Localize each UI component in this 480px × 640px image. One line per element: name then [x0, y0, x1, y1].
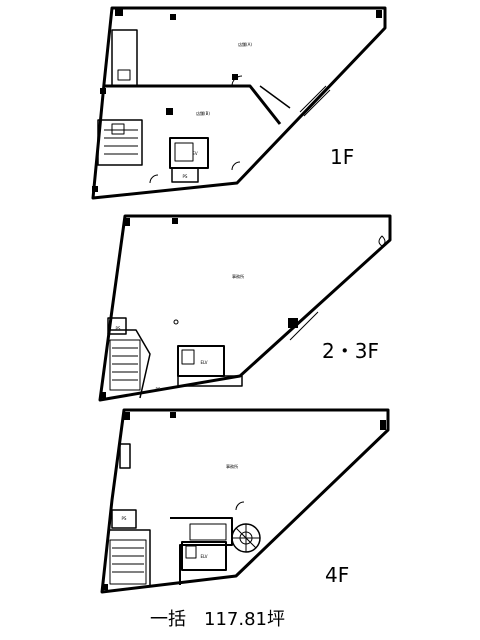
- floor-label-1f: 1F: [330, 145, 354, 169]
- room-label: PS: [156, 387, 161, 392]
- room-label: ELV: [200, 554, 207, 559]
- room-label: EV: [192, 151, 198, 156]
- elevator-core-4f: [181, 541, 227, 571]
- floor-plan-4f: 事務所 PS ELV 4F: [100, 408, 390, 594]
- floor-plan-2-3f: 事務所 ELV PS PS 2・3F: [98, 214, 392, 402]
- partition-1f: [104, 84, 282, 125]
- total-area-label: 一括 117.81坪: [150, 609, 285, 630]
- room-label: 店舗(A): [238, 41, 252, 47]
- floor-label-4f: 4F: [325, 563, 349, 587]
- room-label: 事務所: [232, 273, 244, 279]
- room-label: ELV: [200, 360, 207, 365]
- outline-2-3f: [98, 214, 392, 402]
- outline-1f: [91, 6, 387, 200]
- room-label: 事務所: [226, 463, 238, 469]
- room-label: PS: [183, 174, 188, 179]
- outline-4f: [100, 408, 390, 594]
- room-label: PS: [116, 326, 121, 331]
- room-label: 店舗(B): [196, 110, 210, 116]
- room-label: PS: [122, 516, 127, 521]
- floor-label-2-3f: 2・3F: [322, 339, 379, 363]
- floor-plan-1f: 店舗(A) 店舗(B) EV PS 1F: [91, 6, 387, 200]
